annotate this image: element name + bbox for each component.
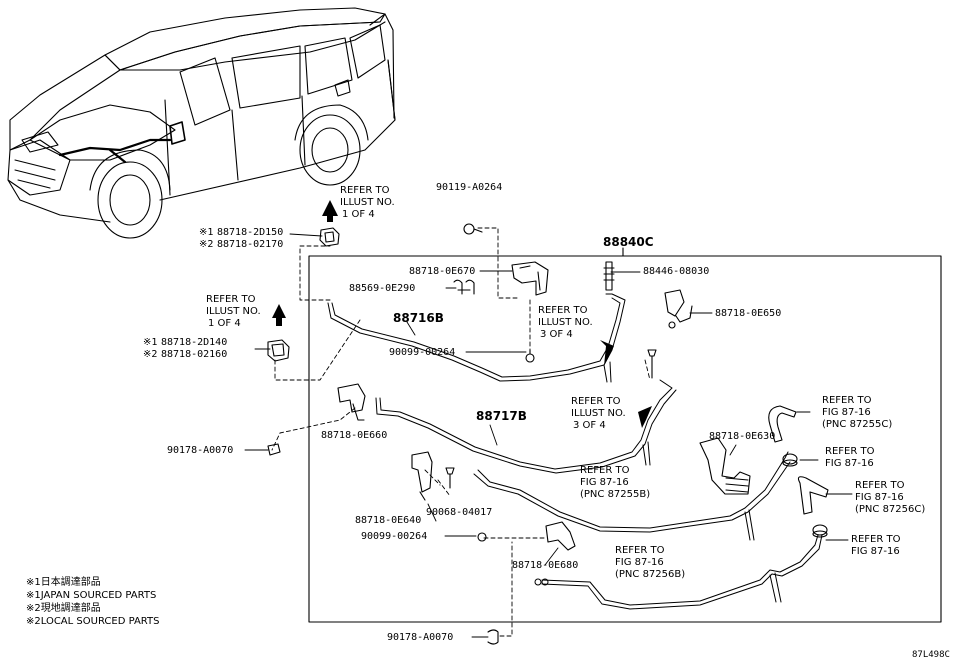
legend-line: ※1日本調達部品 <box>26 577 101 588</box>
part-88718-02170[interactable]: 88718-02170 <box>217 239 284 250</box>
reference-arrows <box>272 200 652 428</box>
sourcing-legend: ※1日本調達部品 ※1JAPAN SOURCED PARTS ※2現地調達部品 … <box>26 576 159 628</box>
refer-illust-3of4[interactable]: REFER TO ILLUST NO. 3 OF 4 <box>538 305 593 340</box>
assembly-number[interactable]: 88840C <box>603 235 654 249</box>
leader-lines <box>271 227 651 637</box>
part-88446-08030[interactable]: 88446-08030 <box>643 266 710 277</box>
part-90099-00264[interactable]: 90099-00264 <box>389 347 456 358</box>
part-88718-0e650[interactable]: 88718-0E650 <box>715 308 782 319</box>
source-marker-2: ※2 <box>143 349 158 360</box>
legend-line: ※2LOCAL SOURCED PARTS <box>26 616 160 627</box>
part-88718-0e670[interactable]: 88718-0E670 <box>409 266 476 277</box>
part-88716b[interactable]: 88716B <box>393 311 444 325</box>
lower-tube <box>473 451 791 541</box>
refer-fig-87-16[interactable]: REFER TO FIG 87-16 <box>825 446 875 469</box>
refer-fig-87255b[interactable]: REFER TO FIG 87-16 (PNC 87255B) <box>580 465 651 500</box>
part-88718-0e680[interactable]: 88718-0E680 <box>512 560 579 571</box>
tube-88716b <box>327 293 626 383</box>
refer-fig-87256c[interactable]: REFER TO FIG 87-16 (PNC 87256C) <box>855 480 926 515</box>
part-88718-0e630[interactable]: 88718-0E630 <box>709 431 776 442</box>
part-90119-a0264[interactable]: 90119-A0264 <box>436 182 503 193</box>
part-88718-2d140[interactable]: 88718-2D140 <box>161 337 228 348</box>
hoses <box>768 405 829 538</box>
assembly-boundary <box>308 255 942 623</box>
bottom-tube <box>534 534 823 610</box>
refer-illust-3of4[interactable]: REFER TO ILLUST NO. 3 OF 4 <box>571 396 626 431</box>
part-88718-02160[interactable]: 88718-02160 <box>161 349 228 360</box>
part-90178-a0070[interactable]: 90178-A0070 <box>167 445 234 456</box>
source-marker-2: ※2 <box>199 239 214 250</box>
vehicle-illustration <box>7 7 396 239</box>
connectors <box>267 223 751 645</box>
legend-line: ※2現地調達部品 <box>26 603 101 614</box>
source-marker-1: ※1 <box>143 337 158 348</box>
part-88718-2d150[interactable]: 88718-2D150 <box>217 227 284 238</box>
figure-code: 87L498C <box>912 650 950 660</box>
refer-illust-1of4[interactable]: REFER TO ILLUST NO. 1 OF 4 <box>206 294 261 329</box>
source-marker-1: ※1 <box>199 227 214 238</box>
legend-line: ※1JAPAN SOURCED PARTS <box>26 590 157 601</box>
tube-88717b <box>375 379 677 474</box>
refer-fig-87255c[interactable]: REFER TO FIG 87-16 (PNC 87255C) <box>822 395 893 430</box>
part-90068-04017[interactable]: 90068-04017 <box>426 507 493 518</box>
part-88569-0e290[interactable]: 88569-0E290 <box>349 283 416 294</box>
refer-illust-1of4[interactable]: REFER TO ILLUST NO. 1 OF 4 <box>340 185 395 220</box>
part-88718-0e640[interactable]: 88718-0E640 <box>355 515 422 526</box>
part-90178-a0070[interactable]: 90178-A0070 <box>387 632 454 643</box>
part-88718-0e660[interactable]: 88718-0E660 <box>321 430 388 441</box>
part-88717b[interactable]: 88717B <box>476 409 527 423</box>
refer-fig-87-16[interactable]: REFER TO FIG 87-16 <box>851 534 901 557</box>
refer-fig-87256b[interactable]: REFER TO FIG 87-16 (PNC 87256B) <box>615 545 686 580</box>
part-90099-00264[interactable]: 90099-00264 <box>361 531 428 542</box>
